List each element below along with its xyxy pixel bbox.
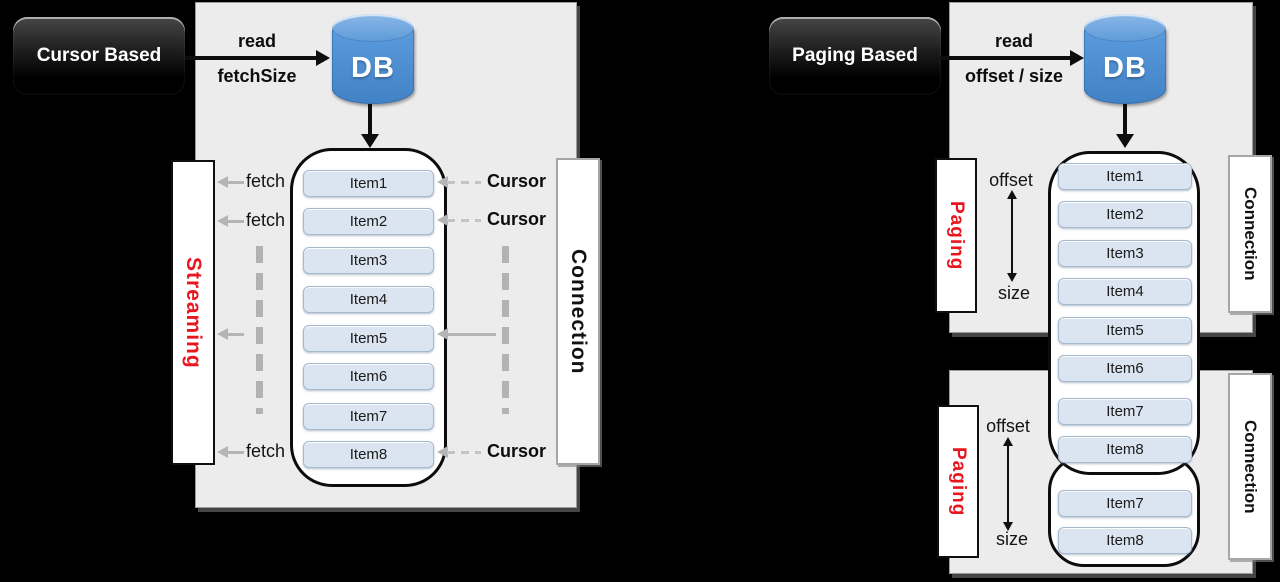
right-offset-size-label: offset / size [964, 66, 1064, 86]
right-read-label: read [994, 31, 1034, 51]
paging-label-2: Paging [948, 446, 969, 517]
left-fetchsize-label: fetchSize [217, 66, 297, 86]
left-db-down-arrow-shaft [368, 104, 372, 135]
paging-based-badge: Paging Based [769, 17, 941, 95]
streaming-box: Streaming [171, 160, 215, 465]
left-item-2: Item2 [303, 208, 434, 235]
cursor-arrow-2-head [437, 214, 448, 226]
right-connection-label-2: Connection [1241, 419, 1260, 514]
left-item-5: Item5 [303, 325, 434, 352]
right-read-arrow-head [1070, 50, 1084, 66]
right-connection-box-2: Connection [1228, 373, 1272, 560]
right-read-arrow-shaft [940, 56, 1070, 60]
page2-item-8: Item8 [1058, 527, 1192, 554]
fetch-label-2: fetch [246, 210, 286, 230]
paging-box-2: Paging [937, 405, 979, 558]
page2-offset-label: offset [986, 416, 1030, 436]
left-db-label: DB [351, 52, 395, 84]
cursor-arrow-3-shaft [447, 451, 481, 454]
streaming-label: Streaming [182, 256, 205, 369]
right-dashed-column [502, 246, 509, 414]
cursor-based-badge: Cursor Based [13, 17, 185, 95]
left-read-arrow-head [316, 50, 330, 66]
left-connection-label: Connection [567, 248, 590, 375]
right-db-down-arrow-shaft [1123, 104, 1127, 135]
left-db-top [332, 14, 414, 42]
page1-size-label: size [997, 283, 1030, 303]
cursor-arrow-3-head [437, 446, 448, 458]
page1-item-3: Item3 [1058, 240, 1192, 267]
page2-range-arrow-down-head [1003, 522, 1013, 531]
cursor-arrow-1-shaft [447, 181, 481, 184]
cursor-based-badge-label: Cursor Based [36, 45, 162, 66]
right-db-cylinder-icon: DB [1084, 14, 1166, 104]
fetch-label-1: fetch [246, 171, 286, 191]
left-db-down-arrow-head [361, 134, 379, 148]
left-item-4: Item4 [303, 286, 434, 313]
fetch-arrow-4-shaft [227, 451, 244, 454]
item5-solid-arrow-shaft [448, 333, 496, 336]
page1-item-7: Item7 [1058, 398, 1192, 425]
left-item-3: Item3 [303, 247, 434, 274]
left-item-1: Item1 [303, 170, 434, 197]
item5-solid-arrow-head [437, 328, 448, 340]
page1-item-5: Item5 [1058, 317, 1192, 344]
right-db-top [1084, 14, 1166, 42]
cursor-arrow-1-head [437, 176, 448, 188]
page2-size-label: size [995, 529, 1028, 549]
left-read-arrow-shaft [185, 56, 316, 60]
page1-item-8: Item8 [1058, 436, 1192, 463]
page1-capsule [1048, 151, 1200, 475]
fetch-arrow-3-shaft [227, 333, 244, 336]
fetch-arrow-3-head [217, 328, 228, 340]
left-result-capsule [290, 148, 447, 487]
right-connection-box-1: Connection [1228, 155, 1272, 313]
paging-based-badge-label: Paging Based [792, 45, 918, 66]
page1-offset-label: offset [989, 170, 1033, 190]
cursor-label-1: Cursor [487, 171, 547, 191]
page2-range-arrow-up-head [1003, 437, 1013, 446]
fetch-arrow-1-head [217, 176, 228, 188]
right-db-down-arrow-head [1116, 134, 1134, 148]
cursor-label-2: Cursor [487, 209, 547, 229]
left-connection-box: Connection [556, 158, 600, 465]
paging-label-1: Paging [946, 200, 967, 271]
cursor-arrow-2-shaft [447, 219, 481, 222]
page1-range-arrow-down-head [1007, 273, 1017, 282]
fetch-arrow-4-head [217, 446, 228, 458]
left-db-cylinder-icon: DB [332, 14, 414, 104]
paging-box-1: Paging [935, 158, 977, 313]
page1-item-6: Item6 [1058, 355, 1192, 382]
right-connection-label-1: Connection [1241, 187, 1260, 281]
left-read-label: read [237, 31, 277, 51]
fetch-arrow-2-shaft [227, 220, 244, 223]
fetch-label-3: fetch [246, 441, 286, 461]
page1-item-4: Item4 [1058, 278, 1192, 305]
page1-item-2: Item2 [1058, 201, 1192, 228]
left-item-8: Item8 [303, 441, 434, 468]
page1-range-arrow-shaft [1011, 197, 1013, 275]
cursor-label-3: Cursor [487, 441, 547, 461]
page2-range-arrow-shaft [1007, 444, 1009, 524]
left-dashed-column [256, 246, 263, 414]
fetch-arrow-2-head [217, 215, 228, 227]
right-db-label: DB [1103, 52, 1147, 84]
left-item-6: Item6 [303, 363, 434, 390]
page2-item-7: Item7 [1058, 490, 1192, 517]
page1-item-1: Item1 [1058, 163, 1192, 190]
left-item-7: Item7 [303, 403, 434, 430]
page1-range-arrow-up-head [1007, 190, 1017, 199]
fetch-arrow-1-shaft [227, 181, 244, 184]
